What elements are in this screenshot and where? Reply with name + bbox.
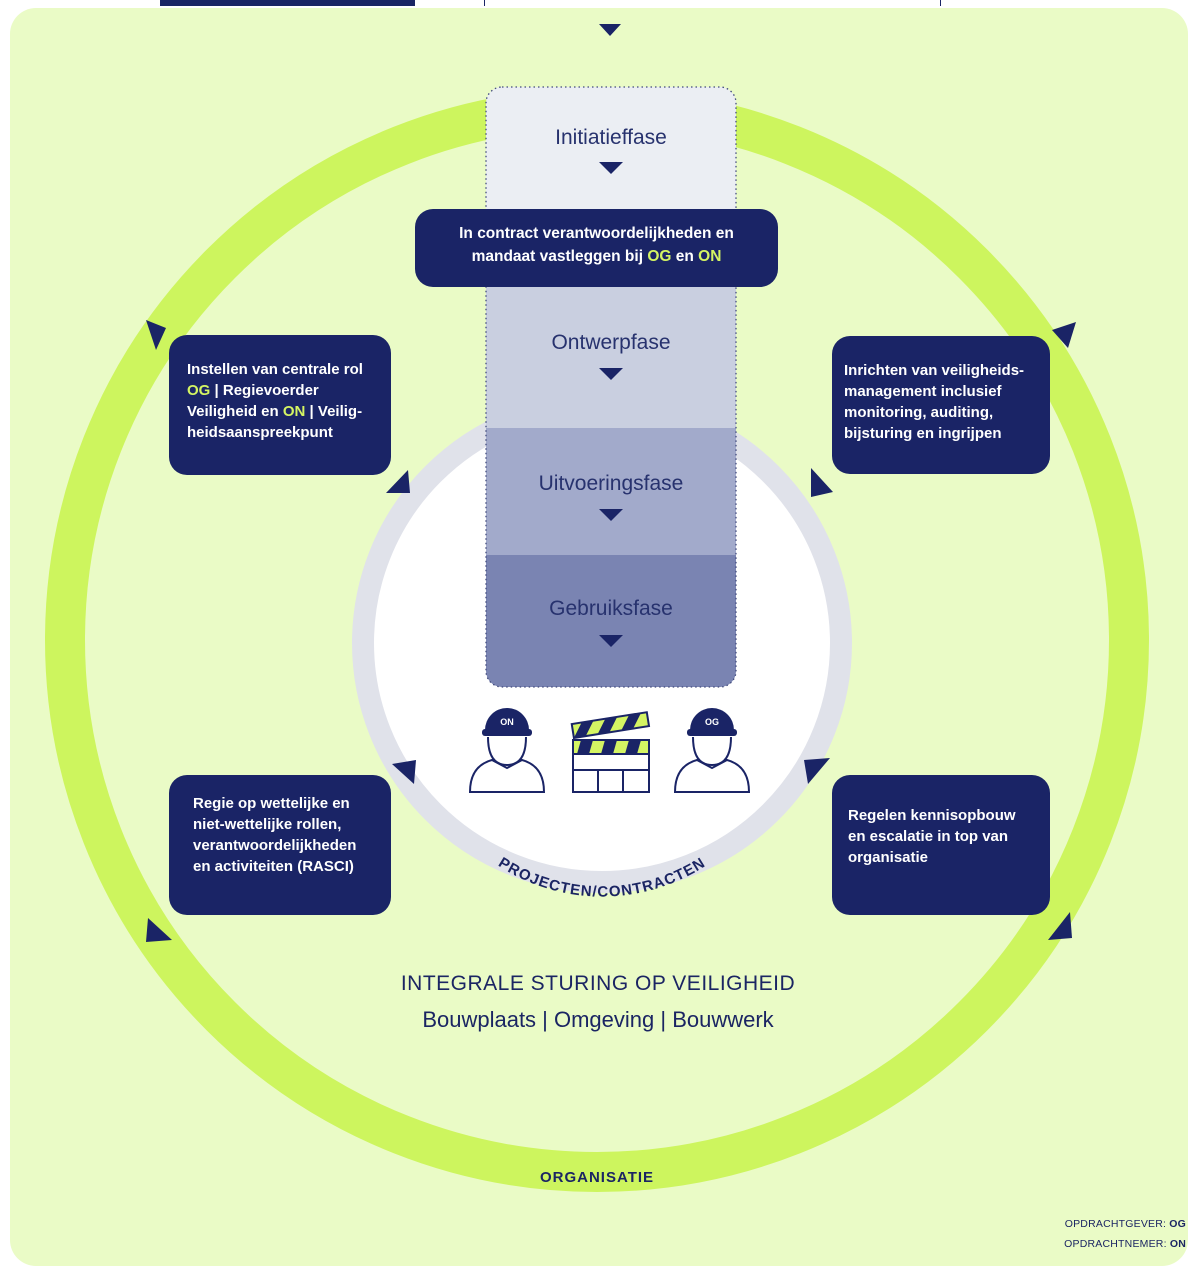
main-title: INTEGRALE STURING OP VEILIGHEID xyxy=(400,972,796,995)
box-text: Veiligheid en xyxy=(187,403,283,420)
worker-og-icon: OG xyxy=(673,708,751,793)
box-rasci: Regie op wettelijke en niet-wettelijke r… xyxy=(169,775,391,915)
contract-en: en xyxy=(671,248,699,265)
ring-arrow-icon xyxy=(1048,912,1072,940)
box-knowledge: Regelen kennisopbouw en escalatie in top… xyxy=(832,775,1050,915)
legend-on: OPDRACHTNEMER: ON xyxy=(1064,1238,1186,1250)
box-og: OG xyxy=(187,382,211,399)
phase-gebruik: Gebruiksfase xyxy=(549,597,673,620)
box-text: | Regievoerder xyxy=(210,382,319,399)
inner-arrow-icon xyxy=(811,468,833,497)
box-line: en escalatie in top van xyxy=(848,828,1009,845)
worker-on-icon: ON xyxy=(468,708,546,793)
box-line: Regelen kennisopbouw xyxy=(848,807,1016,824)
entry-arrow-icon xyxy=(599,24,621,36)
contract-line-1: In contract verantwoordelijkheden en xyxy=(459,225,734,242)
box-line: Regie op wettelijke en xyxy=(193,795,350,812)
legend-on-label: OPDRACHTNEMER: xyxy=(1064,1238,1170,1250)
legend-og: OPDRACHTGEVER: OG xyxy=(1065,1218,1186,1230)
helmet-og-label: OG xyxy=(705,717,719,727)
box-line: organisatie xyxy=(848,849,929,866)
phase-column-border xyxy=(485,86,737,688)
box-line: Veiligheid en ON | Veilig- xyxy=(187,401,379,422)
box-line: Instellen van centrale rol xyxy=(187,361,363,378)
box-line: niet-wettelijke rollen, xyxy=(193,816,342,833)
box-on: ON xyxy=(282,403,306,420)
phase-bg-ontwerp xyxy=(486,287,736,428)
contract-on: ON xyxy=(698,248,722,265)
phase-ontwerp: Ontwerpfase xyxy=(551,331,671,354)
header-bar-fragment xyxy=(160,0,415,6)
phase-bg-uitvoering xyxy=(486,428,736,555)
organisation-label: ORGANISATIE xyxy=(539,1169,655,1186)
box-line: Inrichten van veiligheids- xyxy=(844,362,1025,379)
phase-arrow-icon xyxy=(599,162,623,174)
box-line: en activiteiten (RASCI) xyxy=(193,858,354,875)
ring-arrow-icon xyxy=(1052,322,1076,348)
box-line: heidsaanspreekpunt xyxy=(187,424,333,441)
ring-arrow-icon xyxy=(146,320,166,350)
box-line: management inclusief xyxy=(844,383,1002,400)
phase-uitvoering: Uitvoeringsfase xyxy=(538,472,684,495)
ring-arrow-icon xyxy=(146,918,172,942)
inner-arrow-icon xyxy=(804,758,830,784)
header-divider xyxy=(940,0,941,6)
box-line: verantwoordelijkheden xyxy=(193,837,357,854)
box-text: | Veilig- xyxy=(305,403,363,420)
phase-bg-gebruik xyxy=(486,555,736,687)
inner-arrow-icon xyxy=(392,760,416,784)
clapperboard-icon xyxy=(570,711,651,793)
phase-initiatief: Initiatieffase xyxy=(555,126,667,149)
helmet-on-label: ON xyxy=(500,717,514,727)
contract-box: In contract verantwoordelijkheden en man… xyxy=(415,209,778,287)
legend-on-value: ON xyxy=(1169,1238,1186,1250)
legend-og-label: OPDRACHTGEVER: xyxy=(1064,1218,1170,1230)
phase-arrow-icon xyxy=(599,635,623,647)
contract-line-2: mandaat vastleggen bij OG en ON xyxy=(415,245,778,268)
box-central-role: Instellen van centrale rol OG | Regievoe… xyxy=(169,335,391,475)
legend-og-value: OG xyxy=(1169,1218,1186,1230)
main-subtitle: Bouwplaats | Omgeving | Bouwwerk xyxy=(422,1007,774,1032)
phase-arrow-icon xyxy=(599,509,623,521)
box-line: bijsturing en ingrijpen xyxy=(844,425,1002,442)
box-line: monitoring, auditing, xyxy=(844,404,994,421)
header-divider xyxy=(484,0,485,6)
contract-text: mandaat vastleggen bij xyxy=(471,248,648,265)
box-line: OG | Regievoerder xyxy=(187,380,379,401)
contract-og: OG xyxy=(647,248,672,265)
inner-arrow-icon xyxy=(386,470,410,493)
box-safety-management: Inrichten van veiligheids- management in… xyxy=(832,336,1050,474)
phase-arrow-icon xyxy=(599,368,623,380)
